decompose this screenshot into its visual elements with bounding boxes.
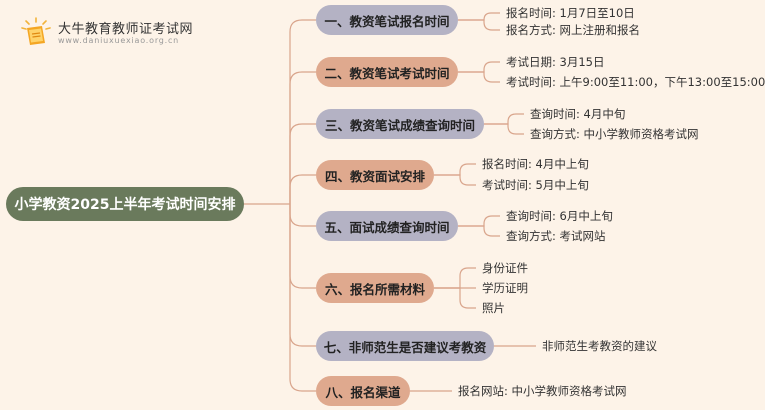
branch-node-2: 二、教资笔试考试时间	[316, 57, 458, 87]
leaf-4-1: 报名时间: 4月中上旬	[482, 157, 589, 171]
branch-node-7: 七、非师范生是否建议考教资	[316, 331, 494, 361]
branch-connector-4	[289, 174, 316, 204]
leaf-connector-4-2	[434, 174, 476, 186]
leaf-7-1: 非师范生考教资的建议	[542, 339, 657, 353]
leaf-3-2: 查询方式: 中小学教师资格考试网	[530, 127, 699, 141]
leaf-5-2: 查询方式: 考试网站	[506, 229, 606, 243]
branch-node-8: 八、报名渠道	[316, 376, 410, 406]
branch-node-1: 一、教资笔试报名时间	[316, 5, 458, 35]
branch-connector-2	[289, 71, 316, 204]
logo-title: 大牛教育教师证考试网	[58, 22, 194, 37]
branch-connector-5	[289, 204, 316, 227]
leaf-6-2: 学历证明	[482, 281, 528, 295]
leaf-1-2: 报名方式: 网上注册和报名	[506, 23, 641, 37]
leaf-4-2: 考试时间: 5月中上旬	[482, 178, 589, 192]
branch-connector-3	[289, 123, 316, 204]
branch-connector-8	[289, 204, 316, 392]
leaf-connector-3-1	[484, 113, 524, 125]
branch-node-6: 六、报名所需材料	[316, 273, 434, 303]
leaf-1-1: 报名时间: 1月7日至10日	[506, 6, 635, 20]
leaf-2-2: 考试时间: 上午9:00至11:00，下午13:00至15:00	[506, 75, 765, 89]
leaf-connector-2-1	[458, 61, 500, 73]
branch-node-3: 三、教资笔试成绩查询时间	[316, 109, 484, 139]
leaf-connector-5-2	[458, 225, 500, 237]
branch-connector-7	[289, 204, 316, 347]
leaf-2-1: 考试日期: 3月15日	[506, 55, 605, 69]
leaf-connector-6-1	[434, 267, 476, 289]
branch-node-5: 五、面试成绩查询时间	[316, 211, 458, 241]
logo-url: www.daniuxuexiao.org.cn	[58, 36, 180, 45]
leaf-connector-5-1	[458, 215, 500, 227]
branch-connector-1	[289, 19, 316, 204]
leaf-connector-1-1	[458, 12, 500, 21]
leaf-connector-6-3	[434, 287, 476, 309]
leaf-connector-4-1	[434, 163, 476, 176]
root-node: 小学教资2025上半年考试时间安排	[6, 187, 244, 221]
leaf-connector-3-2	[484, 123, 524, 135]
branch-node-4: 四、教资面试安排	[316, 160, 434, 190]
leaf-connector-1-2	[458, 19, 500, 31]
leaf-8-1: 报名网站: 中小学教师资格考试网	[458, 384, 627, 398]
book-logo-icon	[21, 17, 51, 45]
branch-connector-6	[289, 204, 316, 289]
leaf-6-1: 身份证件	[482, 261, 528, 275]
leaf-6-3: 照片	[482, 301, 505, 315]
leaf-5-1: 查询时间: 6月中上旬	[506, 209, 613, 223]
leaf-connector-2-2	[458, 71, 500, 83]
leaf-3-1: 查询时间: 4月中旬	[530, 107, 626, 121]
